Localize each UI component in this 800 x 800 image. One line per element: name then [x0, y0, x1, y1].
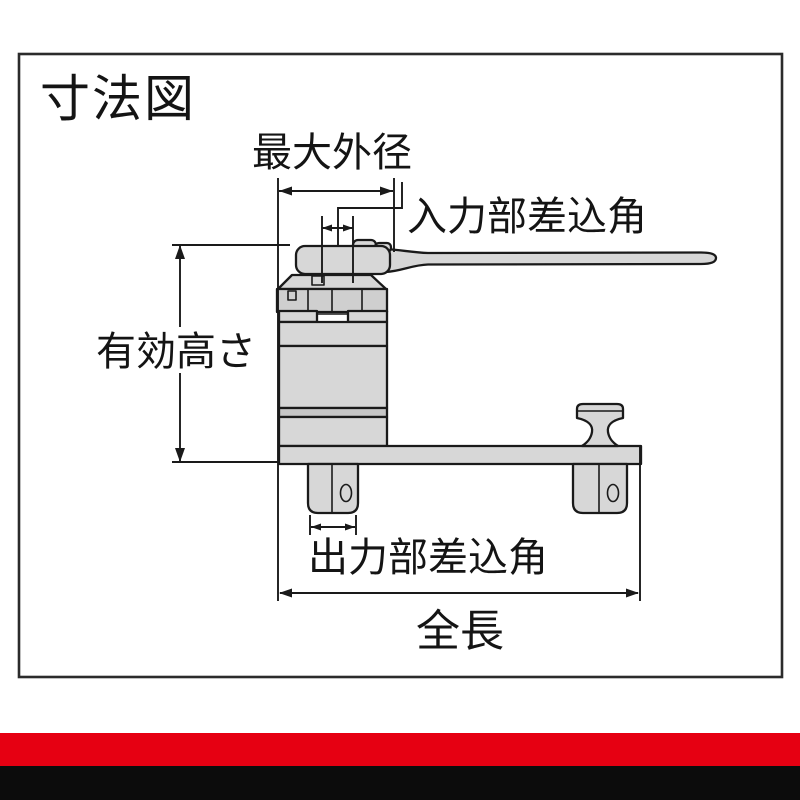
- label-input-drive-square: 入力部差込角: [407, 195, 647, 239]
- arrowhead: [345, 523, 355, 531]
- body-lower: [277, 415, 389, 448]
- label-output-drive-square: 出力部差込角: [308, 536, 548, 580]
- arrowhead: [343, 224, 353, 232]
- arrowhead: [311, 523, 321, 531]
- output-square-right: [571, 462, 629, 515]
- label-overall-length: 全長: [416, 607, 504, 656]
- left-tab: [277, 309, 319, 324]
- reaction-handle: [384, 247, 718, 274]
- arrowhead: [175, 245, 185, 259]
- leader-line-input: [337, 182, 403, 245]
- reaction-knob: [575, 402, 625, 448]
- pin-hole-left: [339, 483, 353, 503]
- label-effective-height: 有効高さ: [96, 330, 256, 374]
- arrowhead: [322, 224, 332, 232]
- black-banner-band: [0, 766, 800, 800]
- label-mask: [90, 327, 262, 373]
- body-groove: [277, 406, 389, 419]
- knurl-notch: [287, 290, 297, 301]
- top-flange: [276, 273, 388, 291]
- pin-hole-right: [606, 483, 620, 503]
- arrowhead: [175, 448, 185, 462]
- flange-notch: [311, 275, 325, 286]
- right-tab: [346, 309, 389, 324]
- ratchet-head: [294, 244, 392, 276]
- page-title: 寸法図: [40, 71, 196, 127]
- tool-drawing: [275, 238, 718, 515]
- reaction-bar: [277, 444, 643, 466]
- label-max-outer-diameter: 最大外径: [252, 131, 412, 175]
- red-banner-band: [0, 733, 800, 766]
- arrowhead: [279, 588, 292, 598]
- arrowhead: [380, 186, 393, 196]
- dimension-annotations: [172, 178, 641, 601]
- body-main: [277, 344, 389, 410]
- body-upper: [277, 320, 389, 348]
- arrowhead: [279, 186, 292, 196]
- arrowhead: [626, 588, 639, 598]
